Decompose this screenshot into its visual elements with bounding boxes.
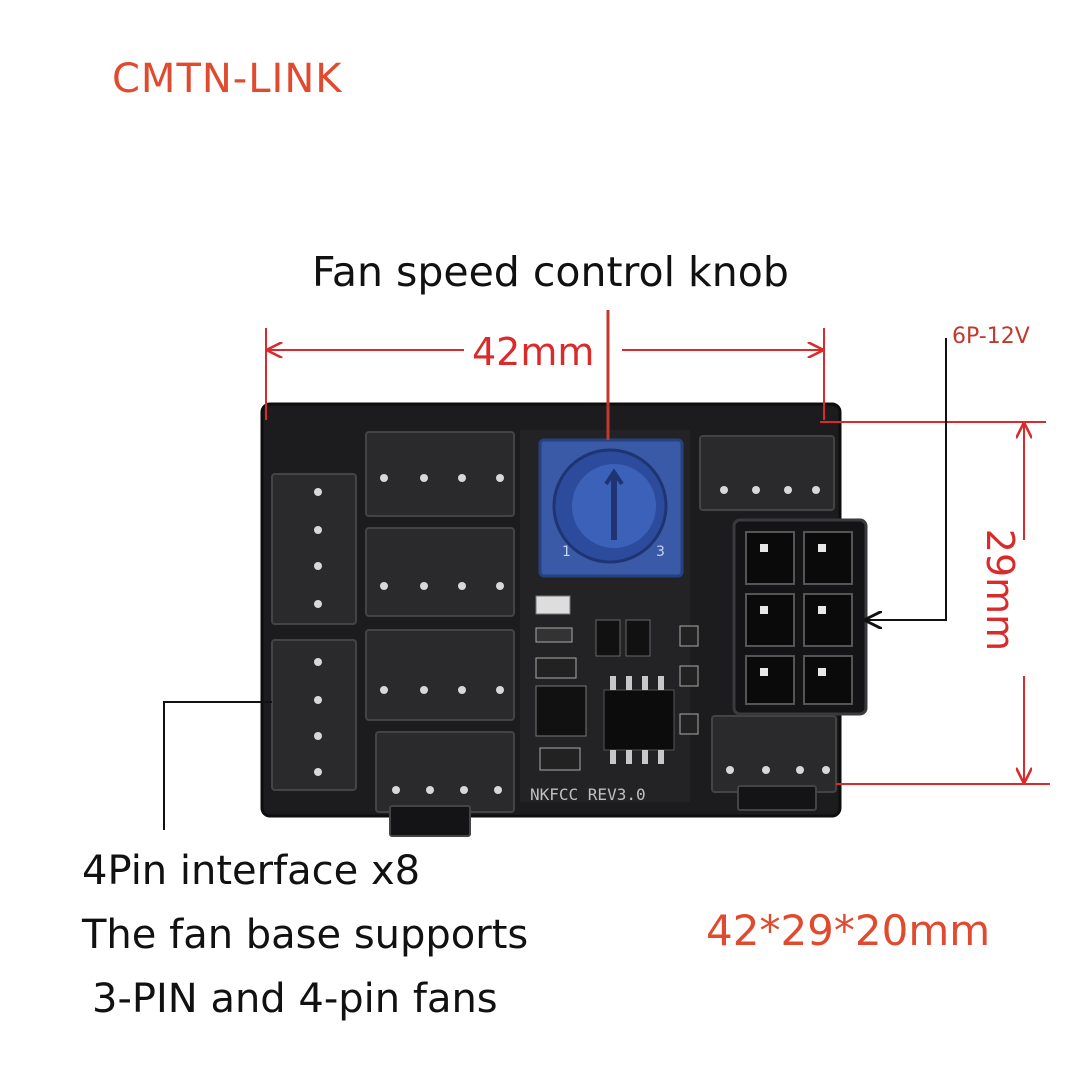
fan-header bbox=[365, 431, 515, 517]
power-connector-label: 6P-12V bbox=[952, 324, 1030, 349]
fan-header bbox=[271, 473, 357, 625]
fan-header-group-right bbox=[699, 435, 837, 811]
fan-header bbox=[365, 629, 515, 721]
width-dimension bbox=[265, 328, 825, 420]
fan-header bbox=[271, 639, 357, 791]
pin-callout-line bbox=[163, 701, 272, 830]
brand-logo-text: CMTN-LINK bbox=[112, 56, 343, 102]
fan-header bbox=[711, 715, 837, 793]
pin-interface-text: 4Pin interface x8 bbox=[82, 848, 421, 894]
knob-mark-right: 3 bbox=[656, 544, 665, 560]
height-dimension-label: 29mm bbox=[978, 528, 1022, 652]
power-callout-line bbox=[866, 338, 947, 620]
pcb-silkscreen: NKFCC REV3.0 bbox=[530, 785, 646, 804]
smd-components: NKFCC REV3.0 bbox=[530, 595, 699, 804]
knob-label: Fan speed control knob bbox=[312, 248, 789, 296]
fan-header bbox=[365, 527, 515, 617]
width-dimension-label: 42mm bbox=[472, 330, 595, 374]
fan-support-text: The fan base supports bbox=[82, 912, 529, 958]
knob-mark-left: 1 bbox=[562, 544, 571, 560]
fan-type-text: 3-PIN and 4-pin fans bbox=[92, 976, 498, 1022]
power-connector-6pin bbox=[732, 518, 868, 716]
header-pins-right bbox=[720, 486, 830, 774]
height-dimension bbox=[820, 421, 1050, 785]
fan-header bbox=[375, 731, 515, 813]
overall-size-label: 42*29*20mm bbox=[706, 906, 991, 955]
fan-header bbox=[699, 435, 835, 511]
header-pins bbox=[314, 474, 504, 794]
speed-knob: 1 3 bbox=[538, 438, 684, 578]
fan-header-group-left bbox=[271, 431, 515, 837]
